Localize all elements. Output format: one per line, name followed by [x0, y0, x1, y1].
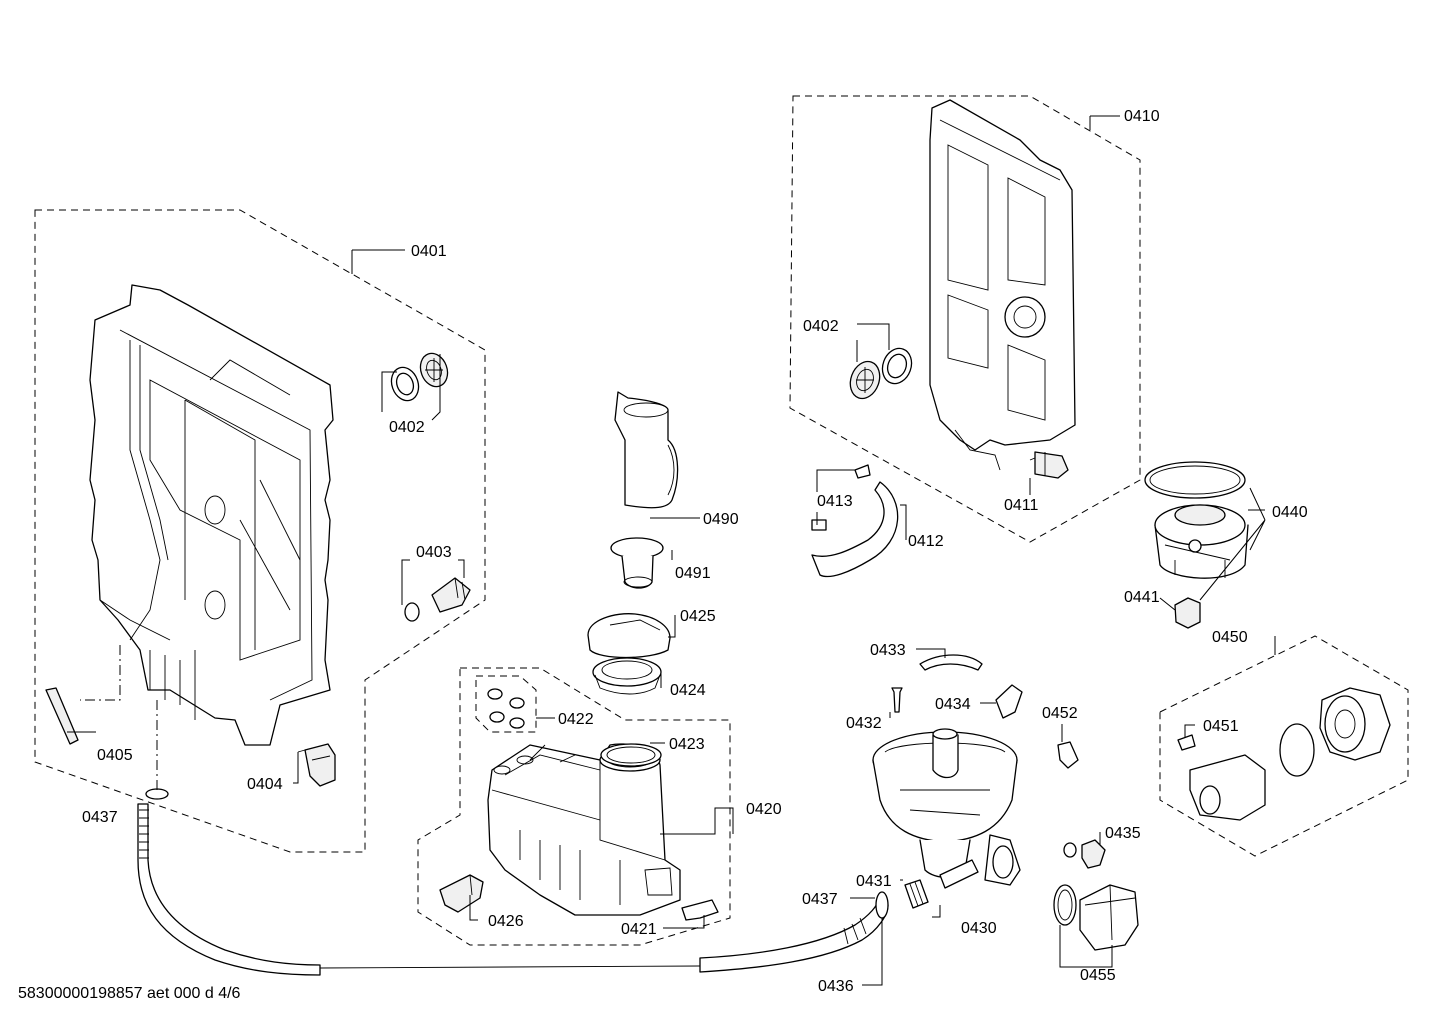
- caps-part-0422: [487, 688, 525, 729]
- seal-ring-part-0423: [600, 743, 662, 767]
- label-0423: 0423: [669, 736, 705, 753]
- holder-part-0434: [995, 684, 1023, 719]
- sensor-part-0441: [1174, 597, 1201, 629]
- sump-assembly-part-0420: [487, 743, 681, 916]
- label-0434: 0434: [935, 696, 971, 713]
- filter-disc-part-0402-left: [419, 352, 449, 388]
- heater-ring-part-0440: [1144, 461, 1249, 579]
- clip-part-0405: [45, 687, 79, 745]
- group-boundary-0420: [417, 667, 731, 946]
- label-0451: 0451: [1203, 718, 1239, 735]
- label-0430: 0430: [961, 920, 997, 937]
- ring-part-0424: [592, 657, 662, 695]
- label-0410: 0410: [1124, 108, 1160, 125]
- cap-part-0425: [587, 613, 671, 659]
- part-labels: 0401 0402 0403 0404 0405 0437 0410 0402 …: [82, 108, 1308, 995]
- drain-hose-part-0437: [137, 788, 321, 976]
- leader-lines: [67, 115, 1276, 986]
- label-0403: 0403: [416, 544, 452, 561]
- label-0431: 0431: [856, 873, 892, 890]
- clip-part-0452: [1057, 741, 1079, 769]
- label-0491: 0491: [675, 565, 711, 582]
- label-0450: 0450: [1212, 629, 1248, 646]
- sieve-part-0491: [610, 537, 664, 589]
- group-boundary-0401: [34, 209, 486, 853]
- sensor-part-0426: [439, 874, 484, 913]
- label-0420: 0420: [746, 801, 782, 818]
- screw-part-0432: [891, 687, 903, 713]
- valve-part-0403: [404, 577, 471, 622]
- pump-pot-part-0430: [872, 728, 1021, 889]
- label-0411: 0411: [1004, 497, 1039, 514]
- group-boundary-0422: [475, 675, 537, 733]
- valve-part-0411: [1029, 451, 1069, 479]
- label-0426: 0426: [488, 913, 524, 930]
- label-0424: 0424: [670, 682, 706, 699]
- label-0413: 0413: [817, 493, 853, 510]
- label-0452: 0452: [1042, 705, 1078, 722]
- clip-part-0421: [681, 899, 719, 921]
- label-0433: 0433: [870, 642, 906, 659]
- seal-ring-part-0402-right: [881, 347, 913, 385]
- connector-part-0431: [904, 879, 929, 909]
- label-0425: 0425: [680, 608, 716, 625]
- label-0401: 0401: [411, 243, 447, 260]
- hose-continuation-line: [319, 965, 701, 969]
- drawing-number-footer: 58300000198857 aet 000 d 4/6: [18, 985, 241, 1002]
- group-boundary-0410: [789, 95, 1141, 543]
- label-0432: 0432: [846, 715, 882, 732]
- seal-ring-part-0402-left: [390, 366, 420, 402]
- sensor-part-0435: [1063, 839, 1106, 869]
- label-0440: 0440: [1272, 504, 1308, 521]
- clip-part-0413: [811, 464, 871, 531]
- funnel-part-0490: [614, 391, 679, 509]
- filter-disc-part-0402-right: [849, 360, 881, 400]
- drain-pump-part-0450: [1189, 687, 1391, 821]
- side-panel-part-0410: [929, 99, 1076, 471]
- clip-part-0451: [1177, 734, 1196, 751]
- label-0421: 0421: [621, 921, 657, 938]
- side-panel-part-0401: [89, 284, 334, 746]
- label-0490: 0490: [703, 511, 739, 528]
- label-0412: 0412: [908, 533, 944, 550]
- label-0455: 0455: [1080, 967, 1116, 984]
- hose-part-0412: [811, 481, 899, 578]
- label-0422: 0422: [558, 711, 594, 728]
- label-0441: 0441: [1124, 589, 1160, 606]
- label-0437-right: 0437: [802, 891, 838, 908]
- pump-part-0455: [1053, 884, 1139, 951]
- label-0402-left: 0402: [389, 419, 425, 436]
- clip-part-0433: [919, 654, 983, 671]
- label-0435: 0435: [1105, 825, 1141, 842]
- label-0405: 0405: [97, 747, 133, 764]
- label-0436: 0436: [818, 978, 854, 995]
- label-0404: 0404: [247, 776, 283, 793]
- label-0402-right: 0402: [803, 318, 839, 335]
- label-0437-left: 0437: [82, 809, 118, 826]
- sensor-part-0404: [297, 743, 336, 787]
- group-boundary-0450: [1159, 635, 1409, 857]
- drain-hose-part-0436: [699, 891, 889, 973]
